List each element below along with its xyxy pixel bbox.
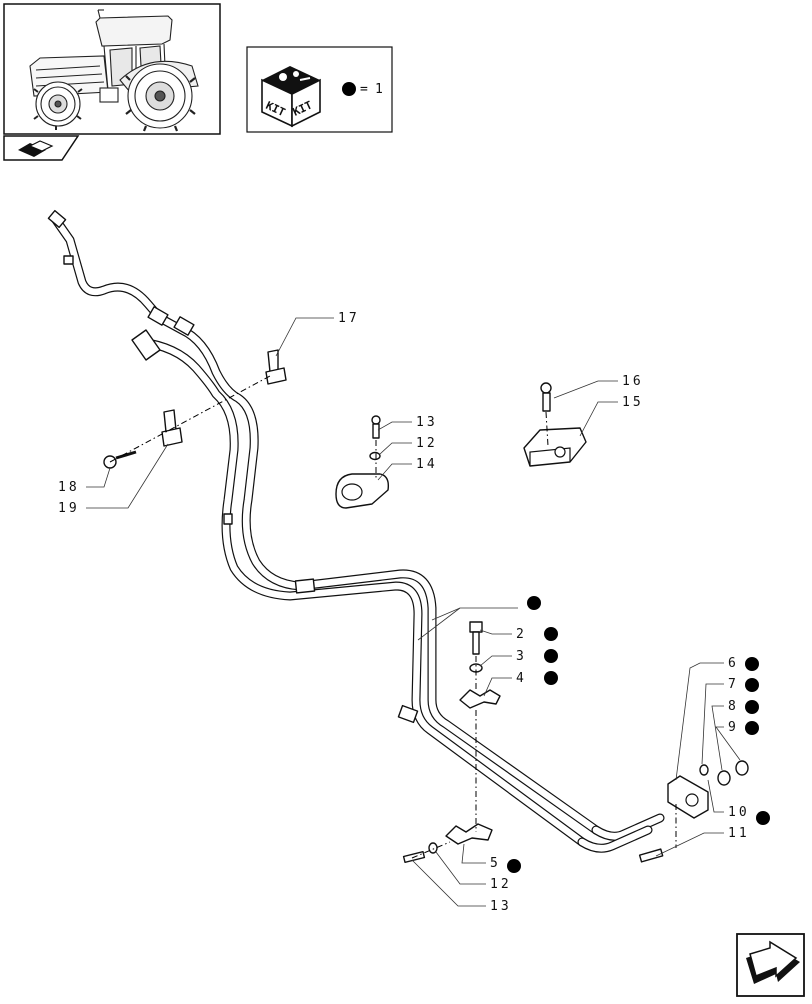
kit-bullet-8 bbox=[745, 700, 759, 714]
clamp-19 bbox=[162, 410, 182, 446]
bolt-18 bbox=[104, 452, 136, 468]
o-ring-7 bbox=[700, 765, 708, 775]
callout-17: 17 bbox=[338, 311, 360, 326]
callout-16: 16 bbox=[622, 374, 644, 389]
flange-6 bbox=[668, 776, 708, 818]
clamp-5 bbox=[446, 824, 492, 844]
kit-bullet-5 bbox=[507, 859, 521, 873]
callout-12-lower: 12 bbox=[490, 877, 512, 892]
kit-bullet-2 bbox=[544, 627, 558, 641]
callout-10: 10 bbox=[728, 805, 750, 820]
bolt-11 bbox=[640, 849, 663, 862]
clamp-14 bbox=[336, 474, 388, 508]
hydraulic-pipes bbox=[48, 211, 660, 849]
next-page-button[interactable] bbox=[737, 934, 804, 996]
kit-bullet-7 bbox=[745, 678, 759, 692]
callout-18: 18 bbox=[58, 480, 80, 495]
callout-7: 7 bbox=[728, 677, 736, 692]
callout-9: 9 bbox=[728, 720, 736, 735]
clamp-block-15 bbox=[524, 428, 586, 466]
kit-bullet-3 bbox=[544, 649, 558, 663]
kit-equals: = bbox=[360, 82, 368, 97]
kit-bullet-10 bbox=[756, 811, 770, 825]
clamp-17 bbox=[266, 350, 286, 384]
callout-4: 4 bbox=[516, 671, 524, 686]
o-ring-8 bbox=[718, 771, 730, 785]
clamp-4 bbox=[460, 690, 500, 708]
kit-bullet bbox=[342, 82, 356, 96]
kit-legend: KIT KIT = 1 bbox=[247, 47, 392, 132]
kit-bullet-pipes bbox=[527, 596, 541, 610]
callout-11: 11 bbox=[728, 826, 750, 841]
washer-12-lower bbox=[429, 843, 437, 853]
callout-15: 15 bbox=[622, 395, 644, 410]
kit-quantity: 1 bbox=[375, 82, 383, 97]
bolt-2 bbox=[470, 622, 482, 654]
callout-13-lower: 13 bbox=[490, 899, 512, 914]
bolt-13-upper bbox=[372, 416, 380, 438]
o-ring-9 bbox=[736, 761, 748, 775]
callout-14: 14 bbox=[416, 457, 438, 472]
callout-3: 3 bbox=[516, 649, 524, 664]
callout-2: 2 bbox=[516, 627, 524, 642]
callout-19: 19 bbox=[58, 501, 80, 516]
assembly-lines bbox=[110, 376, 676, 858]
washer-12-upper bbox=[370, 453, 380, 460]
kit-bullet-6 bbox=[745, 657, 759, 671]
kit-bullet-9 bbox=[745, 721, 759, 735]
callout-6: 6 bbox=[728, 656, 736, 671]
callout-5: 5 bbox=[490, 856, 498, 871]
bolt-16 bbox=[541, 383, 551, 411]
callout-8: 8 bbox=[728, 699, 736, 714]
part-group-tab[interactable] bbox=[4, 136, 78, 160]
callout-12-upper: 12 bbox=[416, 436, 438, 451]
callout-13-upper: 13 bbox=[416, 415, 438, 430]
kit-bullet-4 bbox=[544, 671, 558, 685]
tractor-thumbnail bbox=[4, 4, 220, 134]
